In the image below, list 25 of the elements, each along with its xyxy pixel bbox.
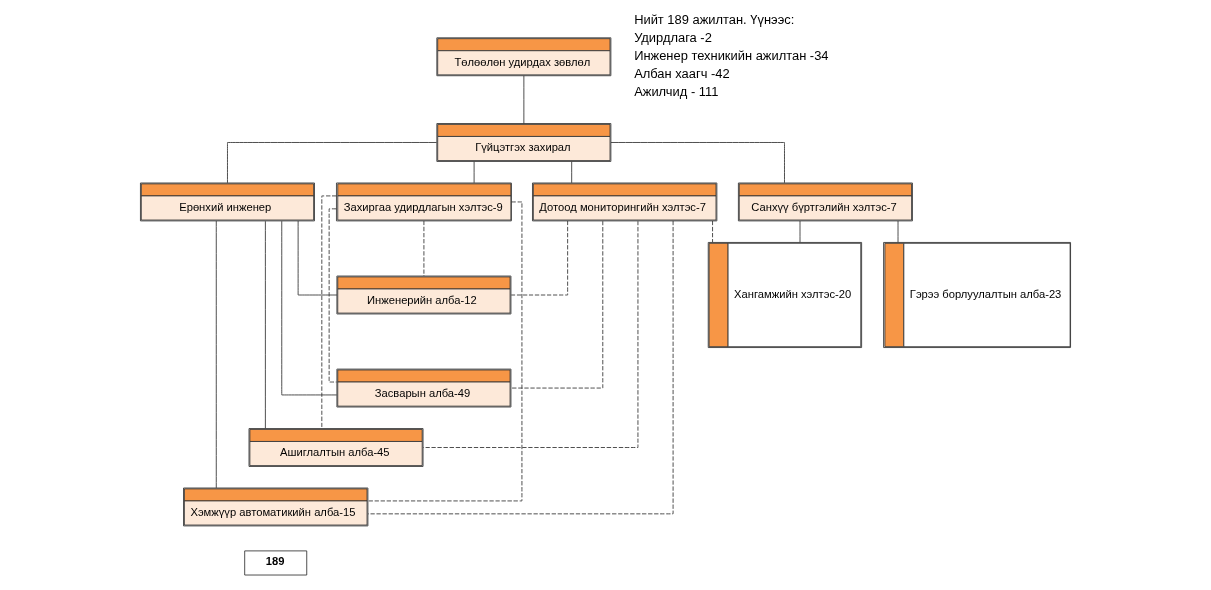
connector (321, 195, 337, 429)
label: Инженер техникийн ажилтан -34 (634, 48, 829, 64)
connector (227, 142, 437, 184)
connector (328, 208, 337, 383)
connector (215, 220, 217, 489)
connector (610, 142, 785, 184)
connector (297, 220, 338, 296)
connector (510, 220, 604, 389)
connector (897, 220, 899, 243)
connector (571, 161, 573, 184)
connector (264, 220, 266, 429)
connector (423, 220, 425, 277)
label: Ажилчид - 111 (634, 84, 719, 100)
connector (510, 220, 569, 296)
connector (422, 220, 639, 448)
connector (473, 161, 475, 184)
connector (712, 220, 713, 243)
node-box: 189 (244, 550, 308, 576)
connector (367, 220, 674, 515)
label: Нийт 189 ажилтан. Үүнээс: (634, 12, 795, 28)
connector (523, 75, 525, 124)
connector (281, 220, 338, 396)
connector (799, 220, 801, 243)
label: Удирдлага -2 (634, 30, 712, 46)
label: Албан хаагч -42 (634, 66, 730, 82)
